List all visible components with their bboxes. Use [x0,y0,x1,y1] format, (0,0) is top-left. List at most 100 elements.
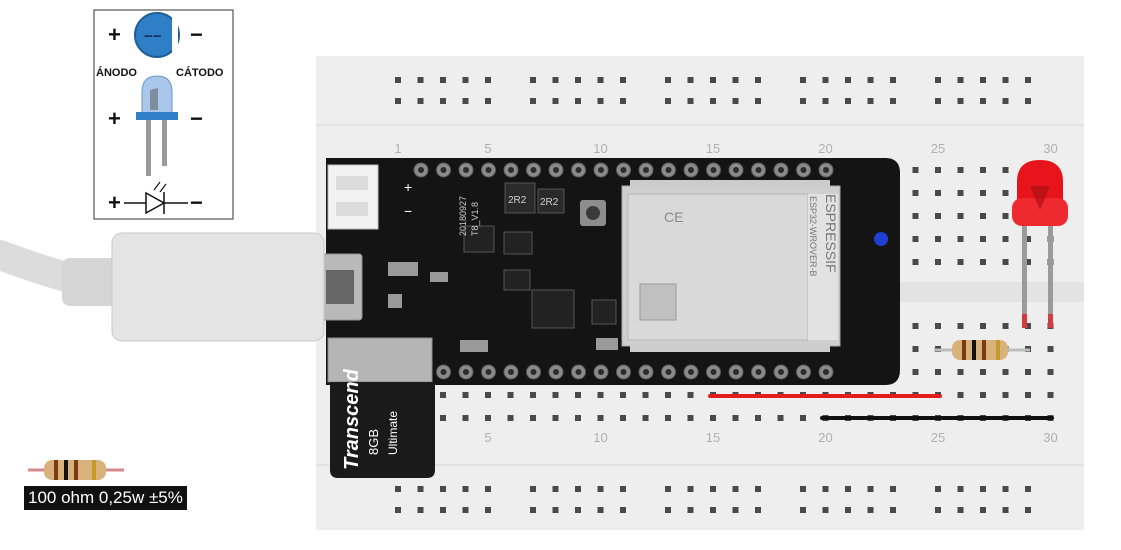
terminal-hole [980,213,986,219]
sd-card[interactable]: Transcend 8GB Ultimate [327,337,435,478]
rail-hole [417,486,424,492]
blue-led [874,232,888,246]
pin-hole [643,369,649,375]
terminal-hole [1002,190,1009,196]
rail-hole [687,507,694,513]
module-model: ESP32-WROVER-B [808,196,818,277]
breadboard-led[interactable] [1012,160,1068,328]
rail-hole [867,98,874,104]
pin-hole [463,167,469,173]
rail-hole [687,98,694,104]
pin-hole [485,167,492,173]
pin-hole [508,369,514,375]
rail-hole [935,77,941,83]
rail-hole [980,98,986,104]
rail-hole [530,507,536,513]
resistor-band-1 [962,340,966,360]
rail-hole [552,77,559,83]
smd-block-7 [460,340,488,352]
rail-hole [597,77,604,83]
rail-hole [597,507,604,513]
rail-hole [755,98,761,104]
rail-hole [462,77,469,83]
inductor-2 [537,188,565,214]
terminal-hole [935,259,941,265]
board-version-label: T8_V1.8 [470,202,480,236]
terminal-hole [1002,323,1009,329]
rail-hole [575,77,581,83]
usb-cable[interactable] [0,232,325,342]
rail-hole [530,98,536,104]
terminal-hole [980,369,986,375]
resistor-band-4 [996,340,1000,360]
rail-hole [575,98,581,104]
rail-hole [1002,486,1009,492]
led-side-leg-long [146,120,151,176]
rail-hole [1025,77,1031,83]
terminal-hole [935,190,941,196]
terminal-hole [912,213,919,219]
rail-hole [710,98,716,104]
terminal-hole [552,415,559,421]
rail-hole [935,98,941,104]
terminal-hole [597,415,604,421]
diode-arrow-1 [153,181,161,191]
rail-hole [732,486,739,492]
rail-hole [1025,98,1031,104]
usb-cable-plug [111,232,325,342]
terminal-hole [1047,346,1054,352]
terminal-hole [755,415,761,421]
terminal-hole [912,236,919,242]
rail-hole [462,98,469,104]
rail-hole [575,486,581,492]
column-number-top: 5 [484,141,491,156]
legend-flat-marker: −− [144,28,162,45]
rail-hole [552,486,559,492]
resistor-caption: 100 ohm 0,25w ±5% [24,486,187,510]
terminal-hole [485,415,491,421]
led-leg-anode-tip [1022,314,1027,328]
terminal-hole [597,392,604,398]
esp32-board[interactable]: + − 2R2 2R2 T8_V1.8 20180927 [317,158,900,385]
terminal-hole [980,392,986,398]
smd-block-4 [388,262,418,276]
terminal-hole [710,415,716,421]
sd-card-slot [327,337,433,383]
rail-hole [395,486,401,492]
rail-hole [665,98,671,104]
resistor-band-3 [982,340,986,360]
rail-hole [417,77,424,83]
terminal-hole [800,415,806,421]
rail-hole [822,77,829,83]
sd-card-body [330,382,435,478]
rail-hole [845,486,851,492]
loose-resistor-band-3 [74,460,78,480]
rail-hole [957,98,964,104]
pin-hole [665,369,672,375]
pin-hole [440,167,447,173]
led-top-view-flat [172,18,178,52]
battery-connector-slot-1 [336,176,368,190]
terminal-hole [935,167,941,173]
terminal-hole [957,323,964,329]
rail-hole [620,77,626,83]
column-number-bottom: 5 [484,430,491,445]
pin-hole [665,167,672,173]
breadboard-resistor[interactable] [934,340,1030,360]
terminal-hole [980,323,986,329]
led-dome [1017,160,1063,200]
diode-arrow-2 [159,183,167,193]
terminal-hole [665,415,671,421]
pin-hole [755,167,762,173]
rail-hole [732,98,739,104]
rail-hole [597,98,604,104]
legend-minus-symbol: − [190,190,203,215]
legend-plus-top: + [108,22,121,47]
terminal-hole [732,415,739,421]
usb-cable-strain-relief [62,258,118,306]
terminal-hole [912,346,919,352]
rail-hole [597,486,604,492]
rail-hole [800,98,806,104]
